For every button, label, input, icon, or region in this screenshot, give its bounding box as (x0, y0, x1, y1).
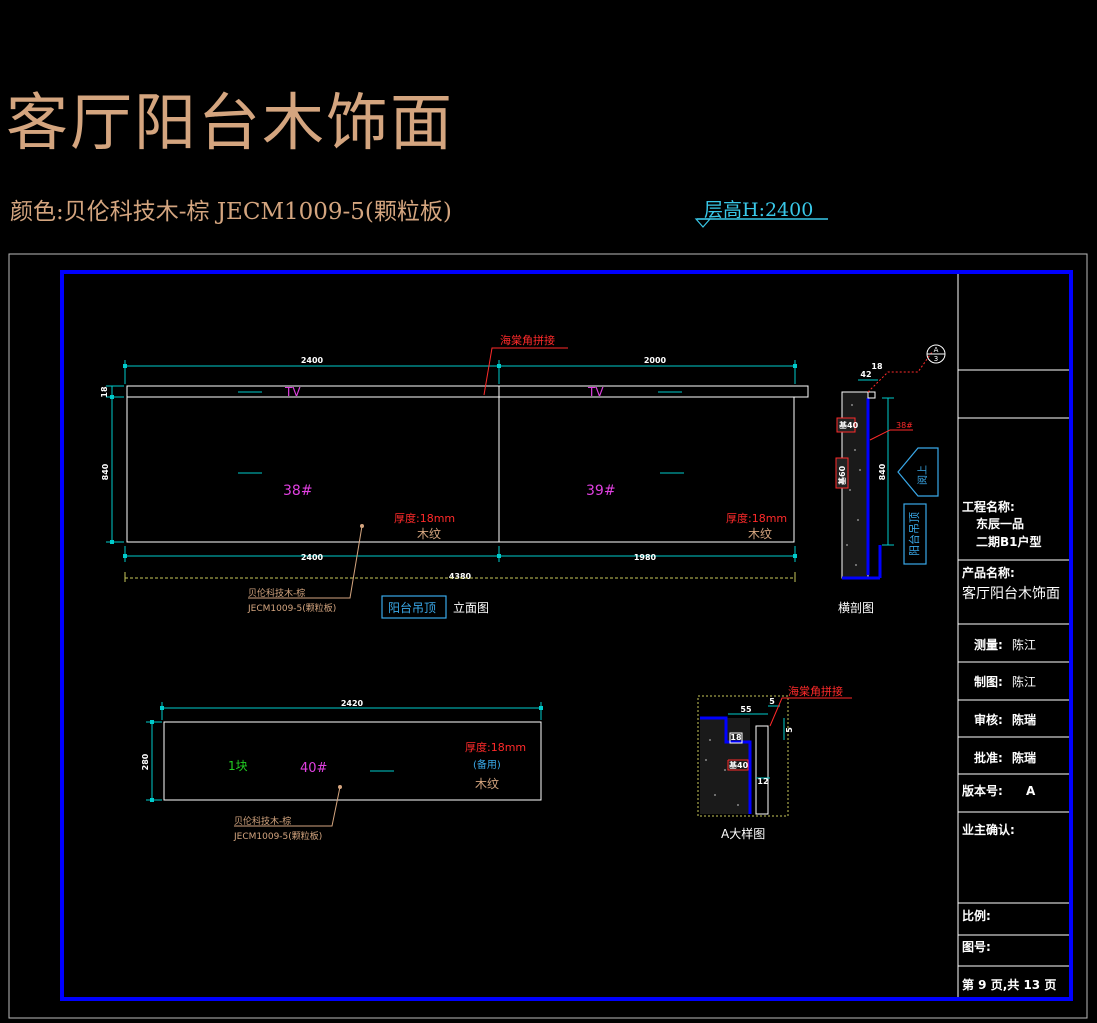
section-dim-height: 840 (878, 463, 887, 480)
drawing-number-label: 图号: (962, 939, 991, 954)
measure-value: 陈江 (1012, 637, 1036, 652)
detail-dim-55: 55 (740, 705, 752, 714)
dim-bottom-left: 2400 (301, 553, 324, 562)
section-label-base40: 基40 (838, 420, 859, 430)
section-side-tag: 阳台吊顶 (907, 512, 921, 556)
project-name-line2: 二期B1户型 (976, 534, 1042, 549)
section-view: 42 18 840 基40 基60 38# A 3 阅上 阳台吊顶 横剖图 (835, 344, 946, 615)
detail-view-title: A大样图 (721, 826, 765, 841)
spare-grain: 木纹 (475, 777, 499, 791)
version-label: 版本号: (962, 783, 1003, 798)
view-arrow-label: 阅上 (916, 465, 929, 485)
elevation-view-title: 立面图 (453, 600, 489, 615)
detail-seam-note: 海棠角拼接 (788, 684, 843, 698)
detail-marker-bottom: 3 (934, 355, 938, 363)
ceiling-tag: 阳台吊顶 (388, 600, 436, 615)
dim-total: 4380 (449, 572, 472, 581)
material-line1: 贝伦科技木-棕 (248, 587, 305, 599)
spare-dim-width: 2420 (341, 699, 364, 708)
spare-thickness: 厚度:18mm (465, 740, 526, 754)
dim-bottom-right: 1980 (634, 553, 657, 562)
section-label-base60: 基60 (837, 465, 847, 486)
spare-code: 40# (300, 761, 327, 776)
spare-dim-height: 280 (141, 753, 150, 770)
material-subtitle: 颜色:贝伦科技木-棕 JECM1009-5(颗粒板) (10, 199, 452, 225)
section-dim-top: 42 (860, 370, 871, 379)
panel-code-38: 38# (283, 483, 313, 499)
product-name-label: 产品名称: (962, 565, 1015, 580)
page-title: 客厅阳台木饰面 (6, 86, 455, 159)
panel-thickness-right: 厚度:18mm (726, 511, 787, 525)
detail-a-view: 基40 55 5 5 12 18 海棠角拼接 A大样图 (697, 684, 852, 841)
section-dim-top-small: 18 (871, 362, 883, 371)
seam-note: 海棠角拼接 (500, 333, 555, 347)
detail-dim-5a: 5 (769, 697, 775, 706)
material-line2: JECM1009-5(颗粒板) (247, 602, 336, 614)
detail-marker-top: A (934, 346, 939, 354)
product-name-value: 客厅阳台木饰面 (962, 585, 1060, 602)
sheet-border (8, 253, 1088, 1019)
panel-thickness-left: 厚度:18mm (394, 511, 455, 525)
dim-side: 18 (100, 386, 109, 398)
spare-panel-view: 2420 280 1块 40# 厚度:18mm (备用) 木纹 贝伦科技木-棕 … (141, 699, 543, 842)
scale-label: 比例: (962, 908, 991, 923)
drawing-frame (60, 270, 1073, 1001)
version-value: A (1026, 784, 1036, 798)
review-label: 审核: (974, 712, 1003, 727)
top-strip-code-left: TV (284, 385, 301, 399)
level-marker-icon (694, 218, 712, 228)
approve-label: 批准: (974, 750, 1003, 765)
spare-material-line2: JECM1009-5(颗粒板) (233, 830, 322, 842)
dim-height: 840 (101, 463, 110, 480)
owner-confirm-label: 业主确认: (962, 822, 1015, 837)
spare-quantity: 1块 (228, 759, 248, 773)
panel-grain-left: 木纹 (417, 527, 441, 541)
detail-dim-12: 12 (757, 777, 768, 786)
top-strip-code-right: TV (587, 385, 604, 399)
section-label-38: 38# (896, 421, 913, 430)
detail-dim-18: 18 (730, 733, 742, 742)
measure-label: 测量: (974, 637, 1003, 652)
elevation-view: 2400 2000 2400 1980 4380 840 18 TV TV 38… (100, 333, 809, 619)
title-block (957, 274, 1069, 997)
panel-grain-right: 木纹 (748, 527, 772, 541)
spare-note: (备用) (473, 758, 501, 771)
floor-height-label: 层高H:2400 (704, 199, 814, 221)
view-arrow-icon (897, 447, 939, 497)
panel-code-39: 39# (586, 483, 616, 499)
dim-top-right: 2000 (644, 356, 667, 365)
detail-label: 基40 (728, 760, 749, 770)
detail-dim-5b: 5 (785, 727, 794, 733)
review-value: 陈瑞 (1012, 712, 1036, 727)
approve-value: 陈瑞 (1012, 750, 1036, 765)
draw-label: 制图: (974, 674, 1003, 689)
project-name-line1: 东辰一品 (976, 516, 1024, 531)
draw-value: 陈江 (1012, 674, 1036, 689)
spare-material-line1: 贝伦科技木-棕 (234, 815, 291, 827)
section-view-title: 横剖图 (838, 601, 874, 615)
project-name-label: 工程名称: (962, 499, 1015, 514)
page-number: 第 9 页,共 13 页 (962, 977, 1056, 992)
dim-top-left: 2400 (301, 356, 324, 365)
